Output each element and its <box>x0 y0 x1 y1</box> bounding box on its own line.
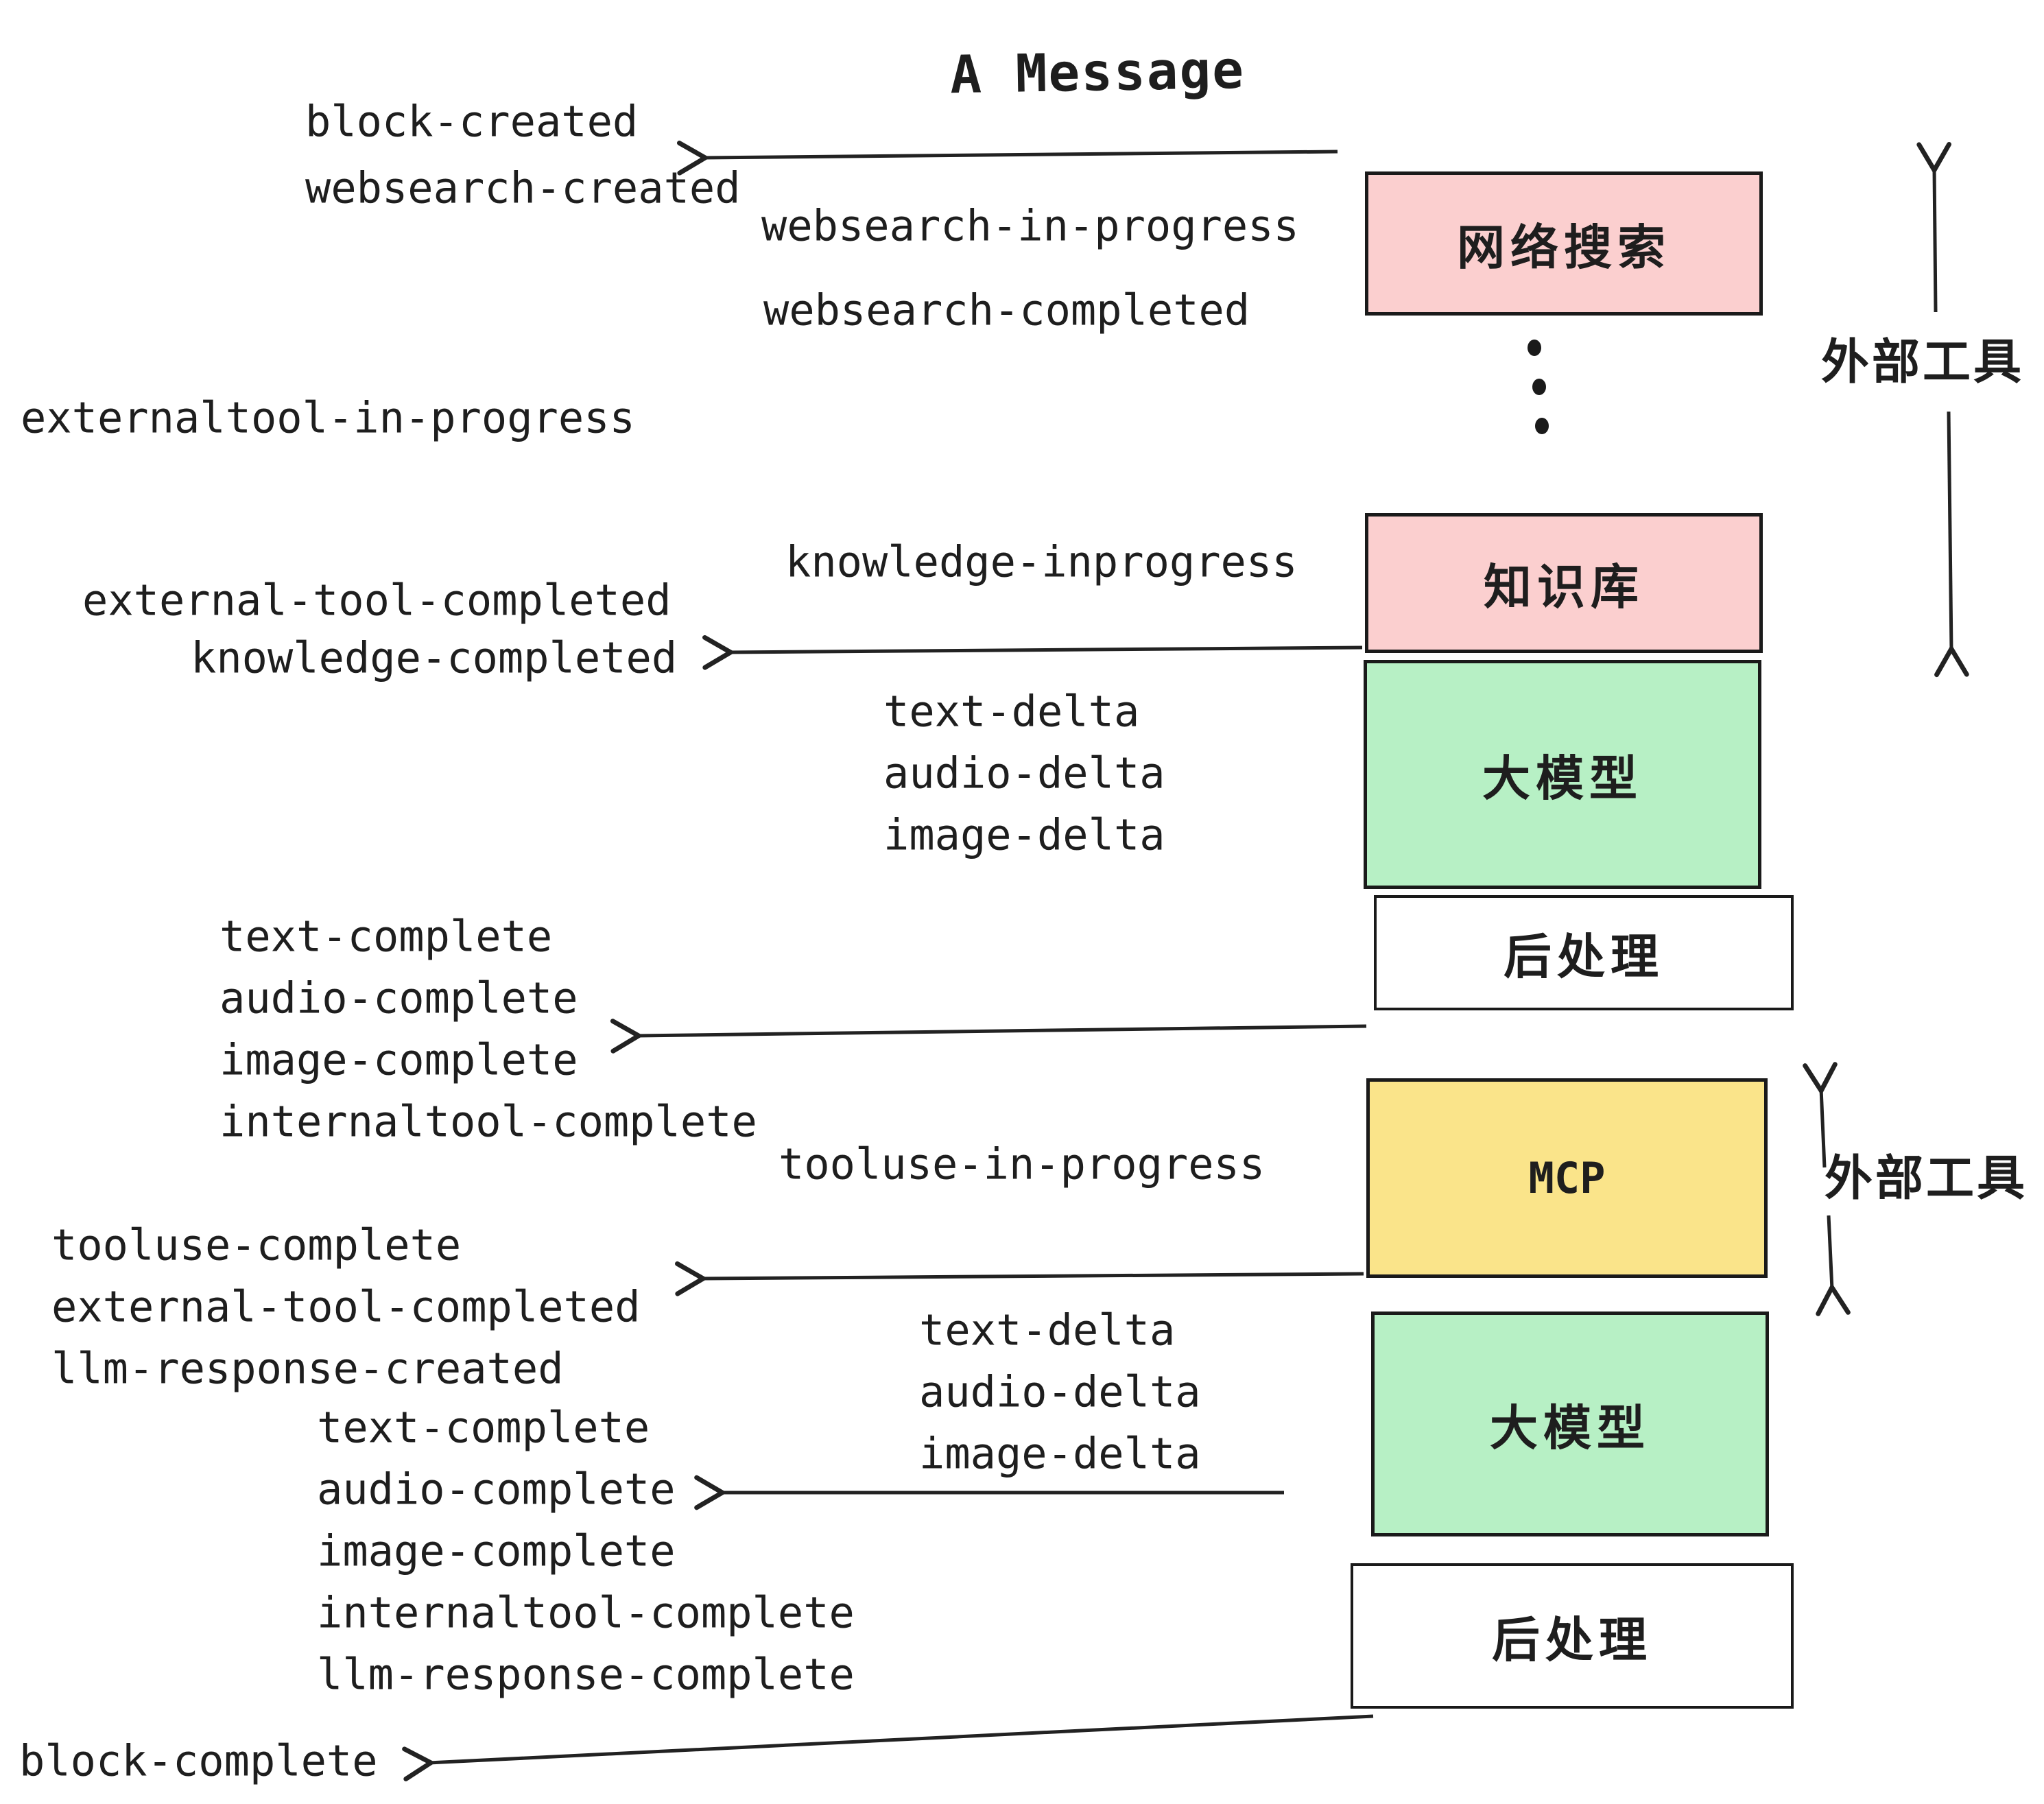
node-postprocess-1: 后处理 <box>1374 895 1794 1010</box>
event-websearch-in-progress: websearch-in-progress <box>761 200 1299 251</box>
event-knowledge-inprogress: knowledge-inprogress <box>785 536 1298 587</box>
node-websearch-label: 网络搜索 <box>1457 219 1671 276</box>
ellipsis-dot <box>1535 418 1549 434</box>
arrow-external-tools-up <box>1934 168 1936 313</box>
event-tooluse-complete: tooluse-complete <box>51 1220 462 1270</box>
event-text-delta-2: text-delta <box>919 1305 1176 1355</box>
node-knowledge-label: 知识库 <box>1484 558 1644 615</box>
label-external-tools-mcp: 外部工具 <box>1825 1150 2028 1207</box>
event-external-tool-completed-2: external-tool-completed <box>51 1281 641 1332</box>
event-text-delta-1: text-delta <box>883 686 1140 737</box>
event-websearch-completed: websearch-completed <box>763 285 1250 335</box>
event-image-delta-1: image-delta <box>883 809 1165 860</box>
event-internaltool-complete-1: internaltool-complete <box>219 1096 757 1147</box>
node-postprocess-1-label: 后处理 <box>1504 928 1664 985</box>
event-block-complete: block-complete <box>19 1735 378 1786</box>
arrow-mcp-external-up <box>1821 1089 1825 1168</box>
event-internaltool-complete-2: internaltool-complete <box>317 1587 855 1638</box>
event-text-complete-1: text-complete <box>219 911 553 962</box>
event-tooluse-in-progress: tooluse-in-progress <box>779 1139 1265 1189</box>
ellipsis-dot <box>1532 379 1546 395</box>
node-mcp: MCP <box>1366 1078 1768 1278</box>
arrow-external-tools-down <box>1949 411 1951 651</box>
ellipsis-dot <box>1528 340 1541 356</box>
event-audio-delta-1: audio-delta <box>883 748 1165 798</box>
node-postprocess-2-label: 后处理 <box>1492 1611 1652 1668</box>
event-block-created: block-created <box>305 96 639 147</box>
event-llm-response-created: llm-response-created <box>51 1343 564 1394</box>
event-audio-complete-2: audio-complete <box>317 1464 676 1515</box>
event-text-complete-2: text-complete <box>317 1402 650 1453</box>
arrow-block-complete <box>429 1714 1374 1763</box>
node-llm-1-label: 大模型 <box>1482 750 1643 807</box>
arrow-tooluse-complete <box>701 1274 1364 1279</box>
event-image-delta-2: image-delta <box>919 1428 1201 1479</box>
arrow-postprocess1-complete <box>637 1026 1367 1036</box>
arrow-mcp-external-down <box>1829 1215 1832 1290</box>
event-websearch-created: websearch-created <box>305 163 741 213</box>
event-audio-complete-1: audio-complete <box>219 973 578 1023</box>
node-llm-1: 大模型 <box>1364 660 1761 889</box>
arrow-websearch-to-created <box>703 152 1338 158</box>
event-audio-delta-2: audio-delta <box>919 1366 1201 1417</box>
node-llm-2-label: 大模型 <box>1490 1399 1650 1456</box>
event-external-tool-completed: external-tool-completed <box>82 575 672 626</box>
page-title: A Message <box>949 38 1246 106</box>
event-externaltool-in-progress: externaltool-in-progress <box>21 392 635 443</box>
node-mcp-label: MCP <box>1528 1153 1606 1203</box>
label-external-tools-top: 外部工具 <box>1821 333 2024 390</box>
node-postprocess-2: 后处理 <box>1351 1563 1794 1709</box>
arrow-knowledge-completed <box>728 648 1363 652</box>
node-knowledge: 知识库 <box>1365 513 1763 653</box>
event-image-complete-2: image-complete <box>317 1526 676 1576</box>
event-llm-response-complete: llm-response-complete <box>317 1649 855 1700</box>
event-image-complete-1: image-complete <box>219 1034 578 1085</box>
node-websearch: 网络搜索 <box>1365 171 1763 316</box>
node-llm-2: 大模型 <box>1371 1312 1769 1536</box>
event-knowledge-completed: knowledge-completed <box>191 632 678 683</box>
